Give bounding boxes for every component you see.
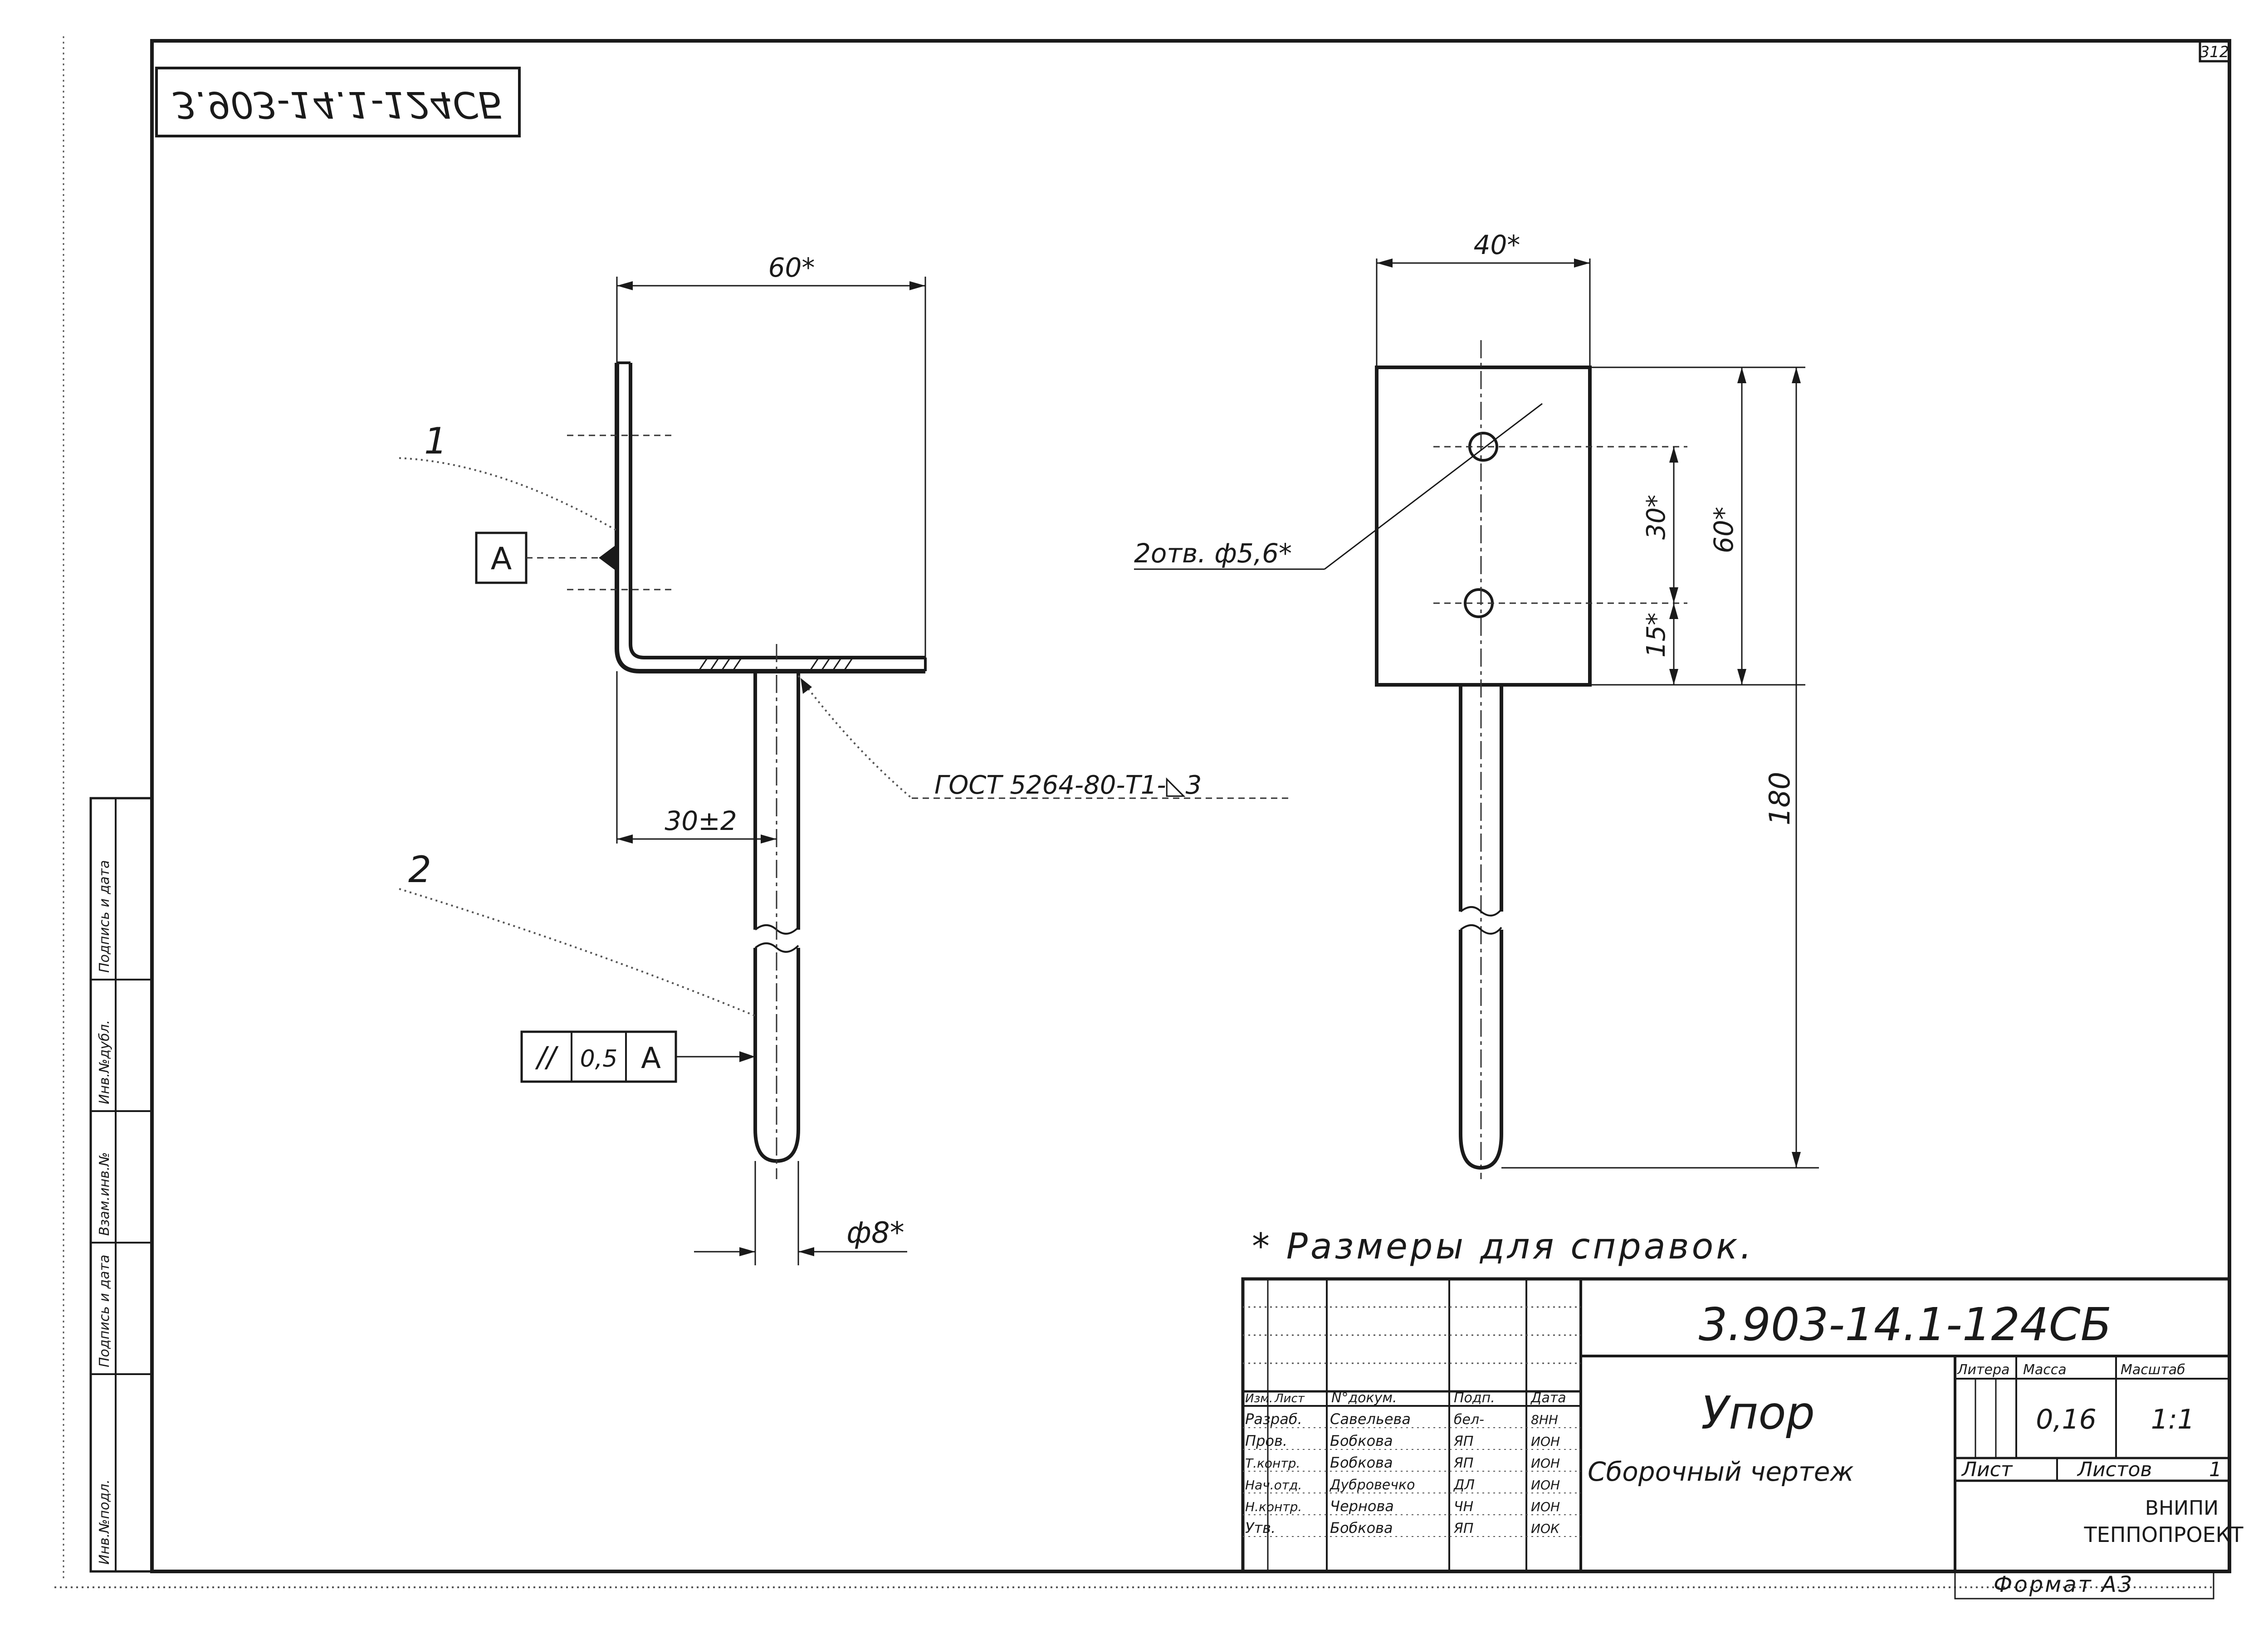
angle-plate (615, 363, 925, 673)
strip-label-1: Инв.№подл. (97, 1479, 112, 1565)
svg-text:ИОК: ИОК (1531, 1521, 1560, 1536)
position-1-label: 1 (424, 420, 447, 462)
tb-scale-value: 1:1 (2151, 1404, 2195, 1435)
svg-text:8НН: 8НН (1531, 1412, 1558, 1427)
tb-row: Утв. Бобкова ЯП ИОК (1245, 1519, 1560, 1537)
svg-text:Чернова: Чернова (1330, 1498, 1394, 1515)
angle-plate-inner (629, 363, 925, 659)
svg-text:ДЛ: ДЛ (1453, 1477, 1475, 1493)
svg-text:бел-: бел- (1454, 1412, 1484, 1428)
tb-org-line2: ТЕППОПРОЕКТ (2084, 1522, 2244, 1547)
tb-subtitle: Сборочный чертеж (1588, 1456, 1854, 1487)
tb-col-izm: Изм. (1245, 1392, 1273, 1405)
svg-text:ИОН: ИОН (1531, 1478, 1560, 1493)
tb-litera-label: Литера (1957, 1362, 2009, 1378)
dim-total-length: 180 (1763, 772, 1796, 825)
parallel-tolerance: 0,5 (580, 1045, 618, 1073)
svg-text:Бобкова: Бобкова (1330, 1432, 1393, 1449)
position-2-label: 2 (408, 849, 431, 891)
dim-front-width: 60* (768, 252, 815, 283)
format-label: Формат А3 (1994, 1572, 2134, 1597)
tb-mass-label: Масса (2023, 1362, 2067, 1378)
datum-a-label: A (491, 541, 512, 577)
svg-text:Нач.отд.: Нач.отд. (1245, 1478, 1302, 1493)
side-plate (1375, 366, 1592, 687)
svg-text:Пров.: Пров. (1245, 1432, 1287, 1449)
weld-spec: ГОСТ 5264-80-Т1-◺3 (934, 771, 1202, 800)
dim-diameter: ф8* (846, 1216, 904, 1250)
reference-note: * Размеры для справок. (1252, 1226, 1754, 1267)
svg-text:ЯП: ЯП (1453, 1434, 1473, 1449)
tb-row: Н.контр. Чернова ЧН ИОН (1245, 1498, 1560, 1515)
svg-text:ЯП: ЯП (1453, 1521, 1473, 1537)
svg-text:ЧН: ЧН (1454, 1499, 1473, 1515)
tb-row: Нач.отд. Дубровечко ДЛ ИОН (1245, 1477, 1560, 1493)
tb-designation: 3.903-14.1-124СБ (1699, 1298, 2112, 1351)
side-view: 40* 2отв. ф5,6* 30* 15* 60* 180 (1134, 229, 1819, 1179)
svg-text:ИОН: ИОН (1531, 1499, 1560, 1514)
tb-col-list: Лист (1274, 1392, 1305, 1405)
strip-label-3: Взам.инв.№ (97, 1152, 112, 1236)
strip-label-2: Подпись и дата (97, 1255, 112, 1368)
mirrored-stamp-box (155, 67, 521, 137)
archive-strip: Инв.№подл. Подпись и дата Взам.инв.№ Инв… (89, 797, 153, 1573)
tb-row: Разраб. Савельева бел- 8НН (1245, 1410, 1558, 1428)
svg-text:Дубровечко: Дубровечко (1329, 1477, 1415, 1493)
front-view: 60* 30±2 ф8* 1 2 A // 0,5 (399, 252, 1288, 1265)
svg-text:Разраб.: Разраб. (1245, 1410, 1302, 1428)
dim-plate-height: 60* (1708, 507, 1739, 553)
sheet-number: 312 (2200, 43, 2229, 61)
tb-mass-value: 0,16 (2036, 1404, 2097, 1435)
svg-text:ИОН: ИОН (1531, 1434, 1560, 1449)
title-block: Изм. Лист N°докум. Подп. Дата Разраб. Са… (1241, 1277, 2244, 1573)
weld-hatch-left (698, 657, 743, 672)
mirrored-stamp-code: 3.903-14.1-124СБ (173, 83, 503, 126)
strip-label-5: Подпись и дата (97, 860, 112, 973)
parallelism-frame: // 0,5 A (520, 1030, 677, 1083)
dim-hole-edge: 15* (1642, 613, 1671, 658)
svg-text:Савельева: Савельева (1330, 1410, 1411, 1428)
parallel-symbol: // (535, 1040, 559, 1073)
tb-scale-label: Масштаб (2121, 1362, 2185, 1378)
tb-col-sign: Подп. (1454, 1390, 1495, 1406)
tb-sheets-count: 1 (2209, 1458, 2222, 1481)
svg-text:Бобкова: Бобкова (1330, 1454, 1393, 1471)
tb-sheets-label: Листов (2077, 1458, 2152, 1481)
format-box (1954, 1571, 2214, 1600)
tb-row: Пров. Бобкова ЯП ИОН (1245, 1432, 1560, 1449)
dim-side-width: 40* (1474, 229, 1520, 260)
tb-col-doc: N°докум. (1331, 1390, 1397, 1406)
tb-title: Упор (1701, 1386, 1815, 1439)
tb-col-date: Дата (1530, 1390, 1566, 1406)
dim-hole-pitch: 30* (1642, 495, 1671, 540)
svg-text:ЯП: ЯП (1453, 1455, 1473, 1471)
tb-sheet-label: Лист (1961, 1458, 2013, 1481)
svg-text:Н.контр.: Н.контр. (1245, 1499, 1302, 1514)
dim-offset: 30±2 (665, 805, 737, 836)
sheet-number-box (2199, 39, 2231, 63)
svg-text:Бобкова: Бобкова (1330, 1519, 1393, 1537)
svg-text:Утв.: Утв. (1245, 1519, 1276, 1537)
strip-label-4: Инв.№дубл. (97, 1020, 112, 1104)
holes-callout: 2отв. ф5,6* (1134, 538, 1292, 569)
tb-org-line1: ВНИПИ (2145, 1497, 2219, 1520)
svg-text:Т.контр.: Т.контр. (1245, 1456, 1300, 1471)
weld-hatch-right (809, 657, 854, 672)
svg-text:ИОН: ИОН (1531, 1456, 1560, 1471)
parallel-datum: A (641, 1042, 661, 1075)
datum-triangle (599, 544, 617, 571)
tb-row: Т.контр. Бобкова ЯП ИОН (1245, 1454, 1560, 1471)
